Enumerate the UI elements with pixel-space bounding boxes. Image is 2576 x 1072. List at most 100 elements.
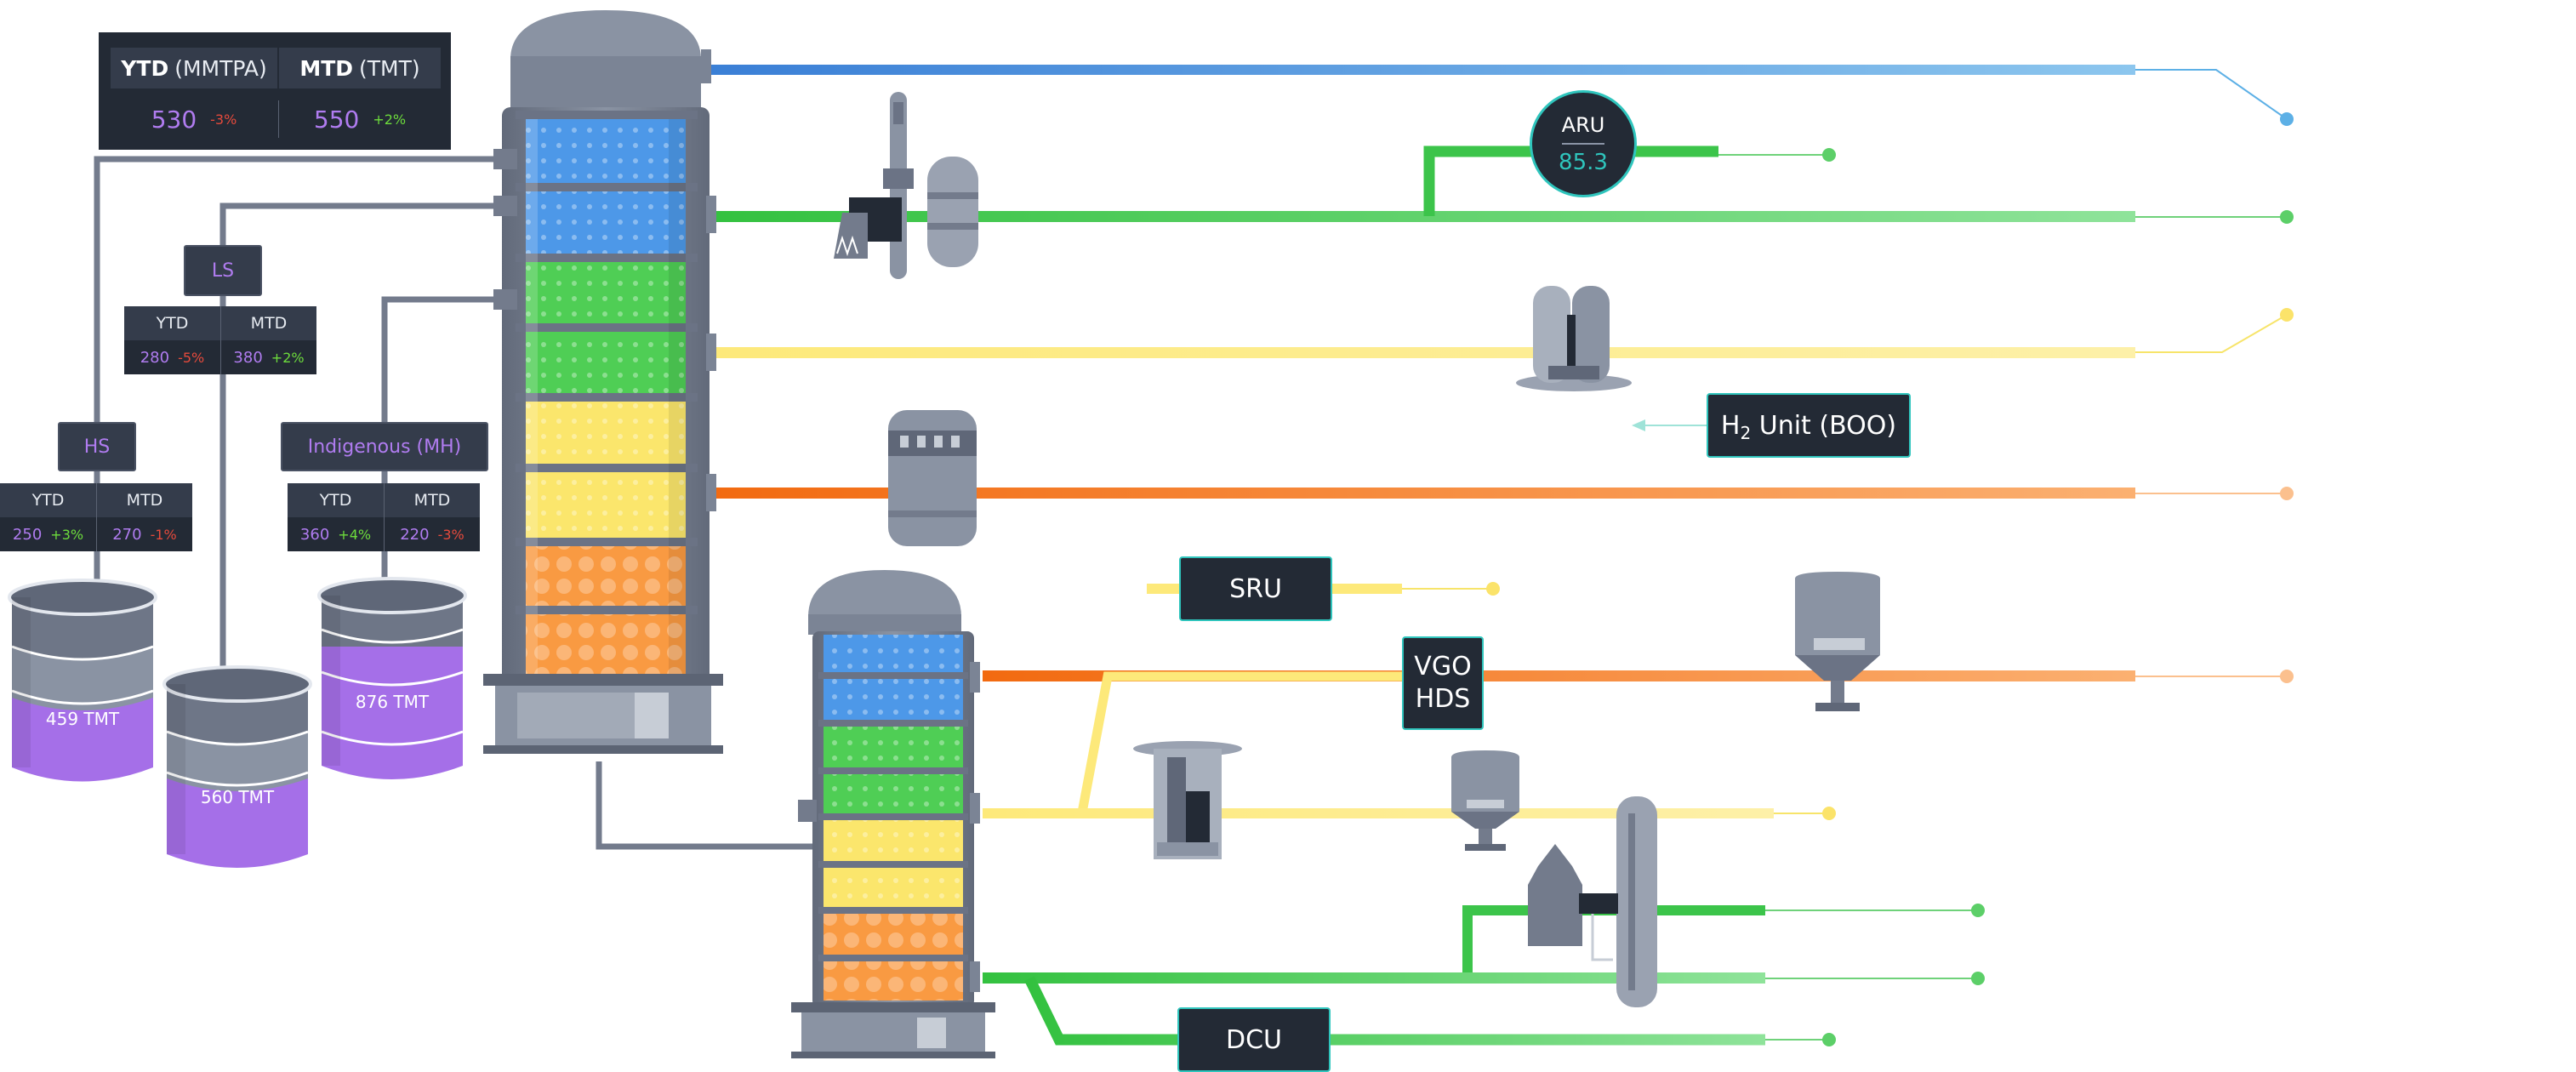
column-inlet-nozzle (493, 149, 517, 169)
yellow-line-tail (2135, 314, 2288, 353)
vacuum-foot (791, 1052, 995, 1058)
green-lower-line (983, 972, 1765, 984)
crude-tanks (8, 577, 467, 868)
mh-mtd-change: -3% (437, 526, 464, 543)
summary-ytd-label: YTD (121, 55, 169, 81)
hs-ytd-change: +3% (50, 526, 84, 543)
vgo-line-end-dot (2280, 670, 2294, 683)
mh-ytd-change: +4% (338, 526, 372, 543)
ls-ytd-cell: 280 -5% (124, 340, 220, 374)
aru-label: ARU (1561, 113, 1605, 137)
mh-mtd-header: MTD (384, 483, 480, 517)
ls-tank (162, 665, 312, 868)
column-inlet-nozzle (493, 196, 517, 216)
vacuum-skirt (801, 1012, 985, 1053)
ls-mtd-value: 380 (233, 348, 263, 367)
yellow-lower-end-dot (1822, 807, 1836, 820)
dcu-line (1024, 976, 1765, 1046)
vacuum-outlet-nozzle (970, 662, 980, 693)
summary-mtd-change: +2% (373, 111, 407, 128)
h2-unit-suffix: Unit (BOO) (1751, 410, 1897, 441)
green-lower-end-dot (1971, 972, 1985, 985)
hs-mtd-cell: 270-1% (96, 517, 192, 551)
summary-ytd-header: YTD (MMTPA) (111, 48, 277, 88)
ls-mtd-cell: 380 +2% (220, 340, 316, 374)
summary-mtd-value: 550 (313, 105, 360, 134)
mh-tank (317, 577, 467, 779)
column-outlet-nozzle (706, 196, 716, 233)
mh-mtd-value: 220 (400, 525, 430, 544)
mh-ytd-cell: 360+4% (288, 517, 384, 551)
hs-ytd-header: YTD (0, 483, 96, 517)
sru-box[interactable]: SRU (1179, 556, 1332, 621)
summary-panel: YTD (MMTPA) MTD (TMT) 530 -3% 550 +2% (99, 32, 451, 150)
aru-value: 85.3 (1559, 150, 1608, 175)
process-equipment (834, 92, 1880, 1007)
coke-drum (1528, 796, 1657, 1007)
summary-mtd-values: 550 +2% (279, 97, 441, 141)
ls-ytd-value: 280 (140, 348, 170, 367)
mh-tag[interactable]: Indigenous (MH) (281, 422, 488, 471)
orange-product-line (708, 488, 2135, 499)
ls-mtd-change: +2% (271, 349, 305, 366)
column-dome (510, 10, 701, 60)
column-transfer-pipe (596, 761, 817, 850)
sru-line-end-dot (1486, 582, 1500, 596)
yellow-line-end-dot (2280, 308, 2294, 322)
vgo-label: VGO (1414, 652, 1472, 681)
hs-tank-label: 459 TMT (46, 709, 120, 729)
hs-tag[interactable]: HS (58, 422, 136, 471)
hds-reactor (1133, 741, 1242, 859)
green-branch-line (1462, 905, 1765, 978)
blue-product-line (708, 65, 2135, 75)
storage-drum (888, 410, 977, 546)
ls-feed-pipe (219, 202, 510, 676)
ls-stats-table: YTD MTD 280-5% 380+2% (124, 306, 316, 374)
yellow-product-line (708, 347, 2135, 358)
mh-mtd-cell: 220 -3% (384, 517, 480, 551)
aru-gauge[interactable]: ARU 85.3 (1530, 90, 1637, 197)
ls-tank-label: 560 TMT (201, 787, 275, 807)
column-foot (483, 745, 723, 754)
dcu-box[interactable]: DCU (1177, 1007, 1331, 1072)
summary-mtd-header: MTD (TMT) (279, 48, 441, 88)
green-product-line (708, 211, 2135, 222)
vacuum-skirt-panel (917, 1018, 946, 1048)
column-cap (510, 56, 701, 107)
column-highlight (526, 119, 538, 674)
vacuum-distillation-column (791, 570, 995, 1058)
summary-ytd-value: 530 (151, 105, 197, 134)
column-inlet-nozzle (493, 289, 517, 310)
hs-ytd-cell: 250 +3% (0, 517, 96, 551)
column-skirt-panel (517, 693, 645, 738)
hs-mtd-value: 270 (112, 525, 142, 544)
hopper-vessel-small (1451, 750, 1519, 851)
summary-mtd-unit: (TMT) (359, 55, 420, 81)
column-outlet-nozzle (706, 334, 716, 371)
h2-reactor-pair (1516, 286, 1632, 391)
ls-ytd-header: YTD (124, 306, 220, 340)
hs-ytd-value: 250 (12, 525, 43, 544)
summary-mtd-label: MTD (299, 55, 354, 81)
mh-stats-table: YTD MTD 360+4% 220 -3% (288, 483, 480, 551)
dcu-line-end-dot (1822, 1033, 1836, 1046)
vacuum-inlet-nozzle (798, 800, 817, 822)
column-outlet-nozzle (706, 474, 716, 511)
ls-tag[interactable]: LS (184, 245, 262, 296)
mh-ytd-header: YTD (288, 483, 384, 517)
vacuum-dome (808, 570, 961, 617)
green-branch-end-dot (1971, 904, 1985, 917)
green-line-end-dot (2280, 210, 2294, 224)
column-skirt-panel (635, 693, 669, 738)
summary-ytd-unit: (MMTPA) (174, 55, 267, 81)
h2-unit-prefix: H (1720, 410, 1741, 441)
vacuum-outlet-nozzle (970, 961, 980, 992)
hs-tank (8, 579, 157, 782)
ls-ytd-change: -5% (178, 349, 205, 366)
vgo-hds-box[interactable]: VGO HDS (1402, 636, 1484, 730)
orange-line-end-dot (2280, 487, 2294, 500)
column-trays (516, 111, 698, 614)
hds-label: HDS (1415, 684, 1471, 714)
